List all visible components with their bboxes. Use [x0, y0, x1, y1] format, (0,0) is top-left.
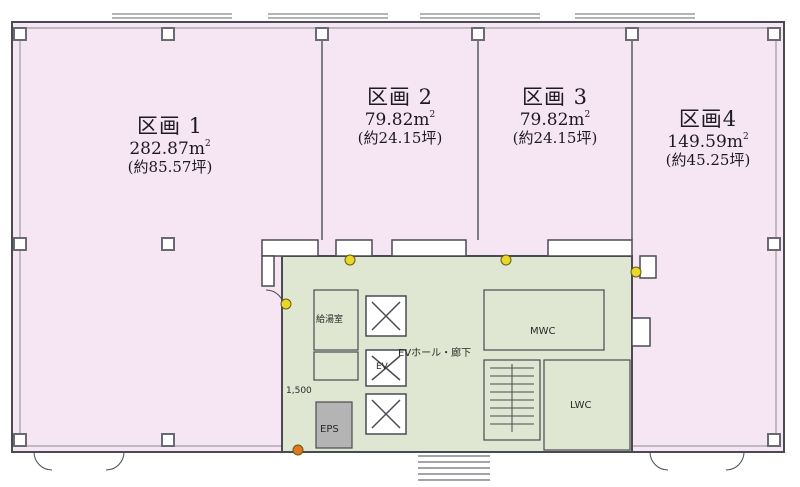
mwc-label: MWC	[530, 326, 556, 337]
unit-3-name: 区画 3	[521, 85, 589, 109]
stair-treads	[490, 364, 534, 432]
eps-label: EPS	[320, 424, 339, 435]
unit-1-name: 区画 1	[136, 114, 204, 138]
dimension-label: 1,500	[286, 386, 312, 396]
core-top-walls	[261, 239, 657, 347]
unit-2-tsubo: (約24.15坪)	[357, 128, 443, 147]
unit-3-tsubo: (約24.15坪)	[512, 128, 598, 147]
unit-4-label: 区画4 149.59m2 (約45.25坪)	[636, 107, 780, 169]
unit-1-tsubo: (約85.57坪)	[127, 157, 213, 176]
window-marks	[112, 13, 695, 19]
unit-4-name: 区画4	[678, 107, 738, 131]
eps-room	[315, 401, 353, 449]
elevator-shafts	[365, 295, 407, 435]
ev-label: EV	[376, 362, 388, 372]
unit-4-tsubo: (約45.25坪)	[665, 150, 751, 169]
exit-stair	[418, 455, 490, 481]
unit-3-area: 79.82m2	[519, 109, 591, 130]
service-rooms	[313, 289, 631, 451]
unit-4-area: 149.59m2	[667, 131, 749, 152]
unit-2-label: 区画 2 79.82m2 (約24.15坪)	[325, 85, 475, 147]
pantry-label: 給湯室	[316, 315, 344, 325]
unit-1-area: 282.87m2	[129, 138, 211, 159]
ev-hall-label: EVホール・廊下	[398, 348, 472, 359]
unit-partitions	[321, 40, 633, 240]
unit-2-name: 区画 2	[366, 85, 434, 109]
unit-3-label: 区画 3 79.82m2 (約24.15坪)	[480, 85, 630, 147]
lwc-label: LWC	[570, 400, 592, 411]
ceiling-lights	[280, 254, 642, 456]
columns	[13, 27, 781, 447]
unit-2-area: 79.82m2	[364, 109, 436, 130]
unit-1-label: 区画 1 282.87m2 (約85.57坪)	[90, 114, 250, 176]
